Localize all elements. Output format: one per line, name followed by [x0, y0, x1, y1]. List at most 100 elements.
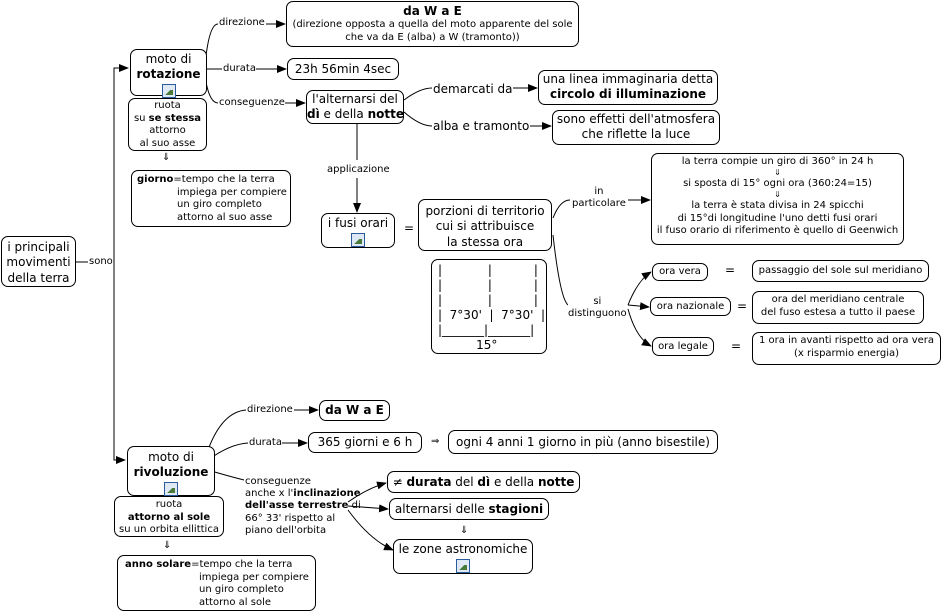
ora-vera-node[interactable]: ora vera	[652, 263, 708, 281]
ora-nazionale-desc-node[interactable]: ora del meridiano centrale del fuso este…	[752, 291, 924, 324]
fuso-diagram-line: | | |	[438, 293, 538, 307]
root-label-line-2: movimenti	[6, 255, 71, 270]
fuso-diagram-line: | | |	[438, 278, 538, 292]
link-porzioni-particolare	[552, 199, 571, 219]
anno-bisestile-node[interactable]: ogni 4 anni 1 giorno in più (anno bisest…	[448, 430, 718, 454]
link-alt-alba	[403, 111, 433, 127]
rotazione-desc-line-2: su se stessa	[133, 112, 202, 124]
rotazione-title-line-2: rotazione	[136, 67, 201, 82]
rivoluzione-durata-value: 365 giorni e 6 h	[317, 435, 413, 449]
anno-solare-definition-node[interactable]: anno solare=tempo che la terra impiega p…	[117, 555, 316, 611]
image-attachment-icon[interactable]	[161, 83, 176, 98]
giorno-line-4: attorno al suo asse	[177, 211, 273, 223]
equals-ora-vera: =	[725, 263, 736, 277]
rotazione-description-node[interactable]: ruota su se stessa attorno al suo asse	[128, 98, 207, 151]
fusi-title: i fusi orari	[327, 216, 389, 230]
down-arrow-anno: ⇓	[163, 540, 172, 551]
circolo-line-2: circolo di illuminazione	[549, 87, 707, 102]
particolare-line-7: il fuso orario di riferimento è quello d…	[656, 224, 899, 236]
conseguenze-rivoluzione-label: conseguenze anche x l'inclinazione dell'…	[245, 476, 361, 536]
ora-legale-node[interactable]: ora legale	[652, 337, 714, 356]
effetti-line-1: sono effetti dell'atmosfera	[556, 112, 716, 126]
rotazione-durata-node[interactable]: 23h 56min 4sec	[287, 58, 399, 80]
particolare-line-6: di 15°di longitudine l'uno detti fusi or…	[677, 212, 878, 224]
durata-di-notte-text: ≠ durata del dì e della notte	[392, 475, 575, 489]
moto-rivoluzione-node[interactable]: moto di rivoluzione	[127, 446, 215, 496]
link-riv-direzione	[207, 409, 247, 451]
rivoluzione-direzione-value: da W a E	[325, 403, 384, 417]
link-cons-stagioni	[347, 504, 389, 513]
fusi-orari-node[interactable]: i fusi orari	[321, 213, 395, 248]
porzioni-territorio-node[interactable]: porzioni di territorio cui si attribuisc…	[418, 199, 552, 251]
fuso-diagram-line: |_______|_______|	[438, 323, 535, 337]
rivoluzione-title-line-2: rivoluzione	[133, 465, 209, 480]
circolo-line-1: una linea immaginaria detta	[542, 72, 714, 86]
ora-vera-desc: passaggio del sole sul meridiano	[758, 265, 923, 276]
porzioni-line-1: porzioni di territorio	[425, 204, 545, 218]
ora-nazionale-desc-1: ora del meridiano centrale	[771, 294, 905, 305]
zone-astronomiche-text: le zone astronomiche	[398, 542, 528, 556]
down-arrow-giorno: ⇓	[162, 152, 171, 163]
root-label-line-3: della terra	[7, 270, 70, 285]
anno-line-2: impiega per compiere	[199, 571, 309, 583]
fuso-diagram-line: | 7°30' | 7°30' |	[438, 308, 546, 322]
circolo-illuminazione-node[interactable]: una linea immaginaria detta circolo di i…	[538, 70, 718, 105]
giorno-line-1: giorno=tempo che la terra	[137, 174, 275, 185]
link-label-direzione-rot: direzione	[219, 17, 265, 29]
link-label-applicazione: applicazione	[327, 164, 390, 176]
ora-legale-desc-node[interactable]: 1 ora in avanti rispetto ad ora vera (x …	[752, 332, 941, 365]
ora-nazionale-node[interactable]: ora nazionale	[650, 297, 731, 316]
anno-line-4: attorno al sole	[199, 596, 272, 608]
image-attachment-icon[interactable]	[456, 559, 470, 574]
fuso-diagram-text: | | || | || | || 7°30' | 7°30' ||_______…	[432, 260, 546, 356]
link-porzioni-distinguono	[552, 234, 569, 306]
giorno-line-3: un giro completo	[177, 199, 262, 210]
root-node[interactable]: i principali movimenti della terra	[1, 236, 76, 287]
ora-vera-label: ora vera	[659, 266, 701, 277]
effetti-line-2: che riflette la luce	[581, 127, 691, 142]
link-label-demarcati: demarcati da	[433, 82, 513, 97]
particolare-line-1: la terra compie un giro di 360° in 24 h	[681, 156, 874, 167]
rotazione-durata-value: 23h 56min 4sec	[294, 62, 392, 76]
therefore-arrow: ⇒	[431, 436, 440, 447]
rivoluzione-durata-node[interactable]: 365 giorni e 6 h	[308, 432, 422, 453]
ora-vera-desc-node[interactable]: passaggio del sole sul meridiano	[752, 260, 929, 282]
link-cons-zone	[347, 509, 394, 551]
moto-rotazione-node[interactable]: moto di rotazione	[130, 49, 207, 98]
link-label-durata-rot: durata	[223, 63, 256, 75]
alternarsi-line-1: l'alternarsi del	[312, 92, 398, 106]
link-alt-demarcati	[403, 87, 433, 101]
ora-nazionale-desc-2: del fuso estesa a tutto il paese	[760, 306, 916, 318]
particolare-node[interactable]: la terra compie un giro di 360° in 24 h …	[651, 153, 904, 245]
image-attachment-icon[interactable]	[351, 233, 365, 248]
fuso-diagram-line: 15°	[438, 338, 498, 352]
zone-astronomiche-node[interactable]: le zone astronomiche	[393, 539, 533, 574]
effetti-atmosfera-node[interactable]: sono effetti dell'atmosfera che riflette…	[552, 110, 720, 145]
ora-legale-label: ora legale	[658, 341, 708, 352]
anno-bisestile-text: ogni 4 anni 1 giorno in più (anno bisest…	[456, 435, 710, 449]
link-label-sono: sono	[89, 256, 113, 268]
rotazione-direzione-node[interactable]: da W a E (direzione opposta a quella del…	[286, 1, 579, 47]
link-rot-conseguenze	[205, 81, 219, 104]
image-attachment-icon[interactable]	[164, 481, 178, 496]
rivoluzione-direzione-node[interactable]: da W a E	[319, 400, 390, 421]
rotazione-desc-line-4: al suo asse	[139, 137, 196, 149]
equals-ora-legale: =	[731, 339, 742, 353]
equals-sign: =	[404, 221, 415, 235]
link-distinguono-oraleg	[627, 308, 652, 347]
alternarsi-node[interactable]: l'alternarsi del dì e della notte	[306, 90, 404, 124]
rivoluzione-description-node[interactable]: ruota attorno al sole su un orbita ellit…	[114, 496, 224, 537]
fuso-diagram-node[interactable]: | | || | || | || 7°30' | 7°30' ||_______…	[431, 259, 547, 354]
anno-line-1: anno solare=tempo che la terra	[125, 559, 293, 570]
root-label-line-1: i principali	[7, 240, 70, 254]
fuso-diagram-line: | | |	[438, 263, 538, 277]
giorno-definition-node[interactable]: giorno=tempo che la terra impiega per co…	[131, 170, 291, 227]
link-rot-direzione	[205, 23, 219, 57]
particolare-line-4: ⇓	[774, 190, 781, 200]
giorno-line-2: impiega per compiere	[177, 186, 287, 198]
alternarsi-stagioni-node[interactable]: alternarsi delle stagioni	[389, 498, 549, 520]
durata-di-notte-node[interactable]: ≠ durata del dì e della notte	[387, 471, 580, 493]
